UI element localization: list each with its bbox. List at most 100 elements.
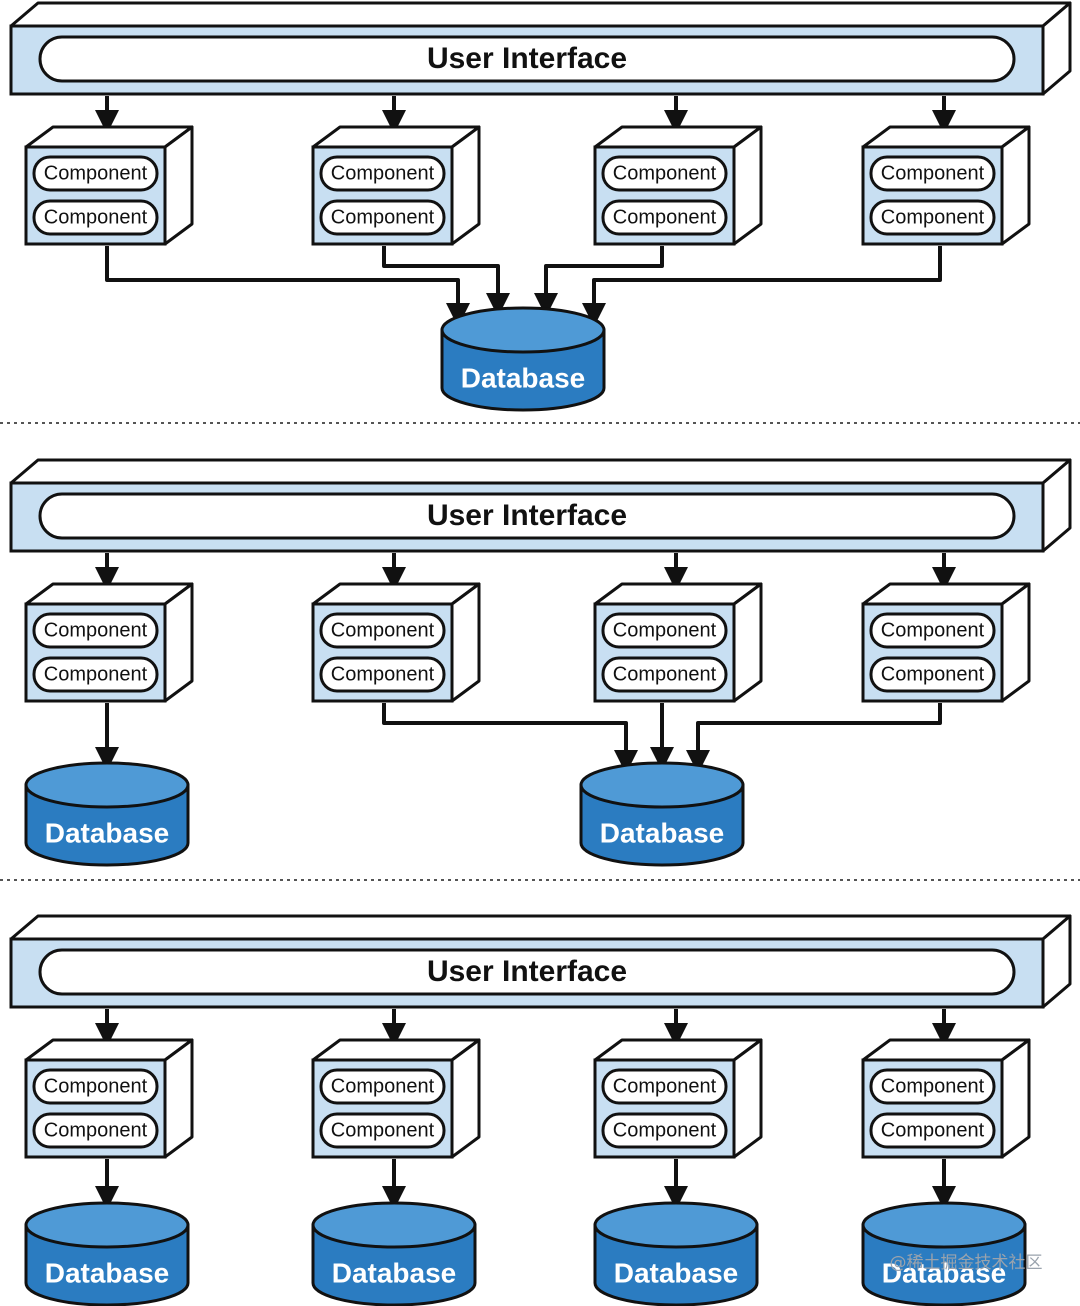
component-label: Component	[613, 206, 717, 228]
component-box	[311, 1038, 481, 1159]
database-label: Database	[45, 1257, 170, 1288]
database-cylinder	[440, 306, 606, 412]
ui-bar-top	[9, 1, 1072, 28]
database-cylinder	[311, 1201, 477, 1306]
component-pill	[601, 1068, 728, 1105]
component-pill	[319, 1112, 446, 1149]
component-label: Component	[881, 663, 985, 685]
component-box-side	[1000, 1038, 1031, 1159]
component-box-side	[1000, 125, 1031, 246]
database-top	[24, 1201, 190, 1249]
user-interface-label: User Interface	[427, 955, 627, 988]
component-to-database-arrow	[382, 246, 510, 317]
component-box-side	[450, 1038, 481, 1159]
component-label: Component	[331, 1075, 435, 1097]
component-pill	[32, 199, 159, 236]
component-pill	[601, 155, 728, 192]
component-box	[861, 125, 1031, 246]
component-box	[24, 125, 194, 246]
database-label: Database	[332, 1257, 457, 1288]
component-label: Component	[881, 206, 985, 228]
component-to-database-arrow	[534, 246, 664, 317]
component-label: Component	[613, 1119, 717, 1141]
database-cylinder	[24, 1201, 190, 1306]
component-box	[593, 1038, 763, 1159]
component-box	[311, 582, 481, 703]
component-label: Component	[881, 1119, 985, 1141]
component-label: Component	[44, 1119, 148, 1141]
database-label: Database	[45, 817, 170, 848]
user-interface-layer	[9, 458, 1072, 553]
database-top	[861, 1201, 1027, 1249]
component-box-side	[450, 582, 481, 703]
component-to-database-arrow	[582, 246, 942, 327]
component-box-side	[732, 582, 763, 703]
component-label: Component	[613, 1075, 717, 1097]
component-to-database-arrow	[686, 703, 942, 774]
database-label: Database	[461, 362, 586, 393]
component-box	[24, 1038, 194, 1159]
component-box	[861, 582, 1031, 703]
component-pill	[869, 656, 996, 693]
component-box	[311, 125, 481, 246]
component-pill	[319, 656, 446, 693]
ui-label-pill	[38, 948, 1016, 996]
user-interface-layer	[9, 914, 1072, 1009]
component-box	[593, 582, 763, 703]
component-box-side	[163, 582, 194, 703]
component-label: Component	[331, 1119, 435, 1141]
component-box-side	[163, 1038, 194, 1159]
database-label: Database	[600, 817, 725, 848]
component-pill	[601, 656, 728, 693]
component-pill	[319, 612, 446, 649]
component-pill	[601, 612, 728, 649]
database-cylinder	[579, 761, 745, 867]
component-pill	[869, 1112, 996, 1149]
component-label: Component	[331, 663, 435, 685]
component-label: Component	[613, 619, 717, 641]
component-label: Component	[44, 663, 148, 685]
component-box-side	[732, 1038, 763, 1159]
component-pill	[32, 1112, 159, 1149]
database-label: Database	[882, 1257, 1007, 1288]
database-top	[593, 1201, 759, 1249]
component-label: Component	[881, 619, 985, 641]
component-label: Component	[44, 162, 148, 184]
component-to-database-arrow	[105, 246, 470, 327]
component-pill	[319, 155, 446, 192]
component-pill	[319, 1068, 446, 1105]
component-label: Component	[44, 206, 148, 228]
component-label: Component	[44, 1075, 148, 1097]
component-label: Component	[613, 663, 717, 685]
component-pill	[869, 1068, 996, 1105]
component-box-side	[450, 125, 481, 246]
component-label: Component	[613, 162, 717, 184]
database-cylinder	[593, 1201, 759, 1306]
component-pill	[601, 1112, 728, 1149]
component-box-side	[163, 125, 194, 246]
component-pill	[601, 199, 728, 236]
component-pill	[869, 612, 996, 649]
user-interface-label: User Interface	[427, 42, 627, 75]
database-label: Database	[614, 1257, 739, 1288]
component-pill	[32, 1068, 159, 1105]
database-top	[311, 1201, 477, 1249]
component-box-side	[732, 125, 763, 246]
database-top	[440, 306, 606, 354]
component-box-side	[1000, 582, 1031, 703]
ui-label-pill	[38, 492, 1016, 540]
database-cylinder	[24, 761, 190, 867]
component-pill	[32, 612, 159, 649]
component-label: Component	[331, 162, 435, 184]
component-box	[861, 1038, 1031, 1159]
component-pill	[32, 656, 159, 693]
component-label: Component	[331, 619, 435, 641]
component-box	[24, 582, 194, 703]
database-top	[24, 761, 190, 809]
ui-bar-top	[9, 914, 1072, 941]
ui-label-pill	[38, 35, 1016, 83]
user-interface-label: User Interface	[427, 499, 627, 532]
component-label: Component	[44, 619, 148, 641]
component-label: Component	[881, 1075, 985, 1097]
ui-bar-top	[9, 458, 1072, 485]
